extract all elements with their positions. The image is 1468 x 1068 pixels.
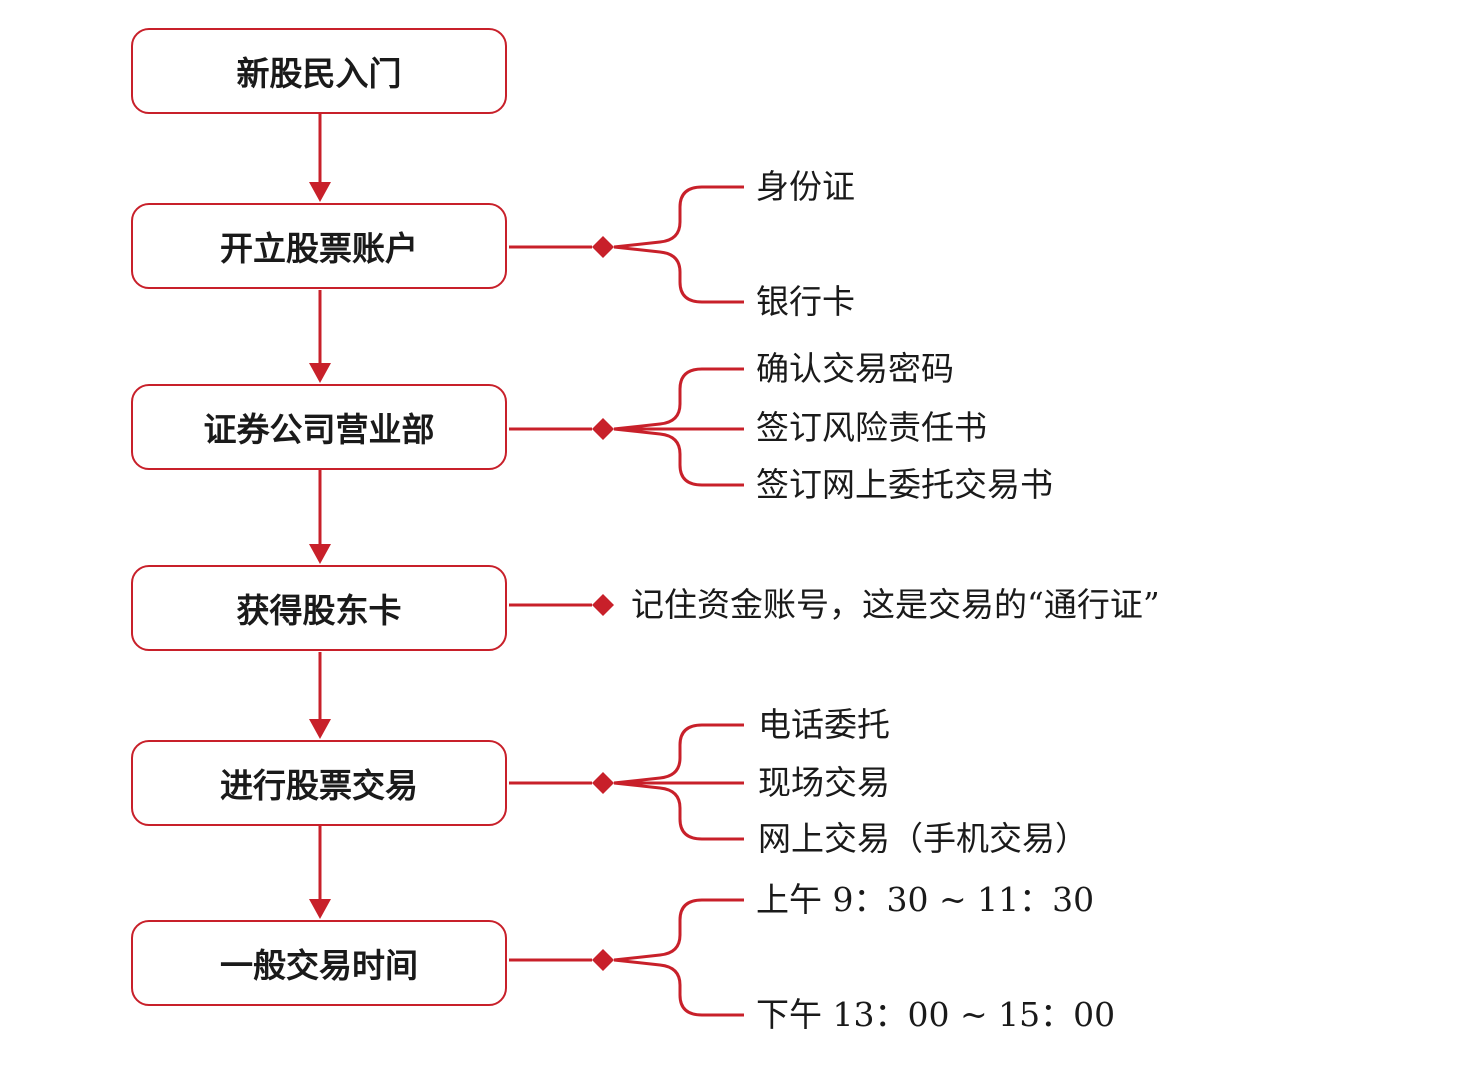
note-confirm-password: 确认交易密码 bbox=[756, 349, 954, 388]
step-box-5: 进行股票交易 bbox=[131, 740, 507, 826]
step-label: 进行股票交易 bbox=[220, 766, 418, 805]
note-onsite-trading: 现场交易 bbox=[758, 763, 890, 802]
step-box-2: 开立股票账户 bbox=[131, 203, 507, 289]
diamond-marker bbox=[592, 594, 614, 616]
arrowhead bbox=[309, 363, 331, 383]
arrowhead bbox=[309, 182, 331, 202]
step-box-4: 获得股东卡 bbox=[131, 565, 507, 651]
step-label: 获得股东卡 bbox=[236, 591, 402, 630]
note-fund-account: 记住资金账号，这是交易的“通行证” bbox=[631, 585, 1160, 624]
note-morning-hours: 上午 9：30 ~ 11：30 bbox=[756, 880, 1095, 919]
diamond-marker bbox=[592, 418, 614, 440]
step-box-3: 证券公司营业部 bbox=[131, 384, 507, 470]
step-label: 一般交易时间 bbox=[220, 946, 418, 985]
note-risk-agreement: 签订风险责任书 bbox=[756, 408, 987, 447]
note-online-trading: 网上交易（手机交易） bbox=[758, 819, 1088, 858]
note-id-card: 身份证 bbox=[756, 167, 855, 206]
step-label: 开立股票账户 bbox=[220, 229, 418, 268]
arrowhead bbox=[309, 719, 331, 739]
note-online-agreement: 签订网上委托交易书 bbox=[756, 465, 1053, 504]
note-bank-card: 银行卡 bbox=[756, 282, 855, 321]
note-afternoon-hours: 下午 13：00 ~ 15：00 bbox=[756, 995, 1116, 1034]
step-box-1: 新股民入门 bbox=[131, 28, 507, 114]
step-label: 新股民入门 bbox=[236, 54, 402, 93]
arrowhead bbox=[309, 899, 331, 919]
diamond-marker bbox=[592, 236, 614, 258]
arrowhead bbox=[309, 544, 331, 564]
diamond-marker bbox=[592, 949, 614, 971]
step-box-6: 一般交易时间 bbox=[131, 920, 507, 1006]
step-label: 证券公司营业部 bbox=[203, 410, 435, 449]
note-phone-order: 电话委托 bbox=[758, 705, 890, 744]
diamond-marker bbox=[592, 772, 614, 794]
